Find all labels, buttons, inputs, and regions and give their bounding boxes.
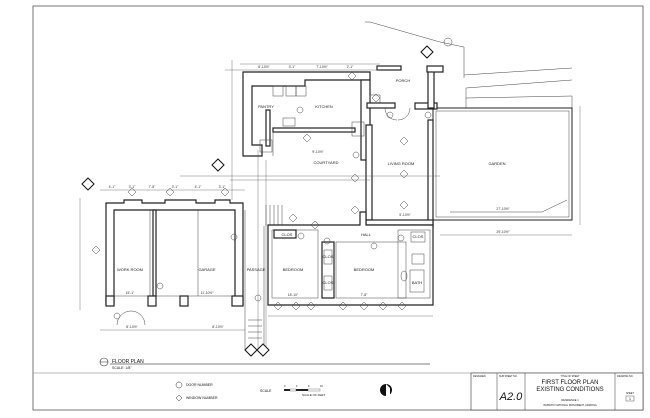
dim: 8'-10½" [258, 65, 270, 69]
room-porch: PORCH [396, 78, 411, 83]
dim: 27'-10½" [496, 207, 510, 211]
window-markers [91, 71, 409, 311]
title-block: DESIGNED: SUB SHEET NO. A2.0 TITLE OF SH… [470, 372, 644, 411]
room-closet-3: CLOS [323, 280, 334, 285]
plan-title: FLOOR PLAN SCALE: 1/8" [99, 357, 430, 370]
sheet-number: A2.0 [499, 391, 524, 403]
dim: 8'-10½" [212, 325, 224, 329]
dim: 3'-1" [172, 185, 180, 189]
room-closet-2: CLOS [323, 254, 334, 259]
title-of-sheet-label: TITLE OF SHEET [560, 375, 580, 378]
dim: 7'-10½" [316, 65, 328, 69]
kitchen-wing [242, 71, 371, 161]
room-living: LIVING ROOM [388, 161, 415, 166]
section-markers [81, 45, 434, 357]
dim: 4'-1" [109, 185, 117, 189]
room-kitchen: KITCHEN [315, 104, 333, 109]
room-closet-1: CLOS [282, 232, 293, 237]
drawing-no-label: DRAWING NO. [617, 375, 634, 378]
porch-living-wing [365, 65, 444, 305]
dim: 3'-1" [219, 185, 227, 189]
dimension-labels: 4'-1" 3'-1" 7'-8" 3'-1" 4'-1" 3'-1" 8'-1… [109, 65, 511, 329]
site-lines [365, 21, 573, 108]
bedroom-wing [267, 211, 434, 317]
passage [244, 205, 283, 350]
sheet-value: 1 [629, 397, 631, 401]
plan-title-text: FLOOR PLAN [112, 359, 144, 365]
designed-label: DESIGNED: [473, 375, 486, 378]
room-garage: GARAGE [198, 267, 215, 272]
room-hall: HALL [361, 232, 372, 237]
sub-sheet-label: SUB SHEET NO. [499, 375, 518, 378]
room-pantry: PANTRY [258, 104, 274, 109]
room-passage: PASSAGE [247, 267, 266, 272]
project-name: RESIDENCE 1 [561, 398, 579, 402]
room-closet-4: CLOS [413, 234, 424, 239]
dim: 5'-10½" [399, 213, 411, 217]
window-number-icon [175, 394, 183, 402]
garden-enclosure [432, 106, 581, 236]
dim: 8'-10½" [126, 325, 138, 329]
dim: 3'-1" [289, 65, 297, 69]
room-bedroom-1: BEDROOM [283, 267, 304, 272]
room-bath: BATH [412, 280, 422, 285]
dim: 18'-10" [288, 293, 299, 297]
dim: 7'-8" [361, 293, 369, 297]
sheet-title-2: EXISTING CONDITIONS [536, 387, 603, 393]
scale-tick: 8 [308, 385, 310, 388]
project-location: WUPATKI NATIONAL MONUMENT, ARIZONA [543, 403, 597, 407]
room-courtyard: COURTYARD [314, 160, 339, 165]
north-arrow-icon [380, 384, 392, 396]
room-work-room: WORK ROOM [117, 267, 143, 272]
room-bedroom-2: BEDROOM [354, 267, 375, 272]
dim: 4'-1" [195, 185, 203, 189]
scale-tick: 0 [284, 385, 286, 388]
dim: 11'-10½" [200, 291, 214, 295]
dim: 7'-8" [149, 185, 157, 189]
garage-wing [79, 189, 245, 331]
room-garden: GARDEN [488, 161, 505, 166]
dim: 29'-10½" [496, 230, 510, 234]
dim: 15'-1" [126, 291, 135, 295]
door-number-icon [175, 381, 183, 389]
legend-door: DOOR NUMBER [186, 383, 213, 387]
scale-label: SCALE [260, 389, 272, 393]
sheet-label: SHEET [626, 392, 635, 395]
dim: 9'-10½" [312, 150, 324, 154]
scale-tick: 16 [320, 385, 323, 388]
dim: 2'-1" [347, 65, 355, 69]
scale-unit: SCALE OF FEET [302, 393, 326, 397]
sheet-border [32, 5, 644, 411]
legend: DOOR NUMBER WINDOW NUMBER SCALE 0 4 8 16… [175, 381, 392, 402]
sheet-title-1: FIRST FLOOR PLAN [542, 380, 599, 386]
plan-scale: SCALE: 1/8" [112, 366, 132, 370]
courtyard-guides [180, 60, 440, 350]
room-labels: PANTRY KITCHEN PORCH COURTYARD LIVING RO… [117, 78, 506, 285]
dim: 3'-1" [129, 185, 137, 189]
legend-window: WINDOW NUMBER [186, 396, 218, 400]
door-markers [113, 106, 432, 320]
scale-tick: 4 [296, 385, 298, 388]
